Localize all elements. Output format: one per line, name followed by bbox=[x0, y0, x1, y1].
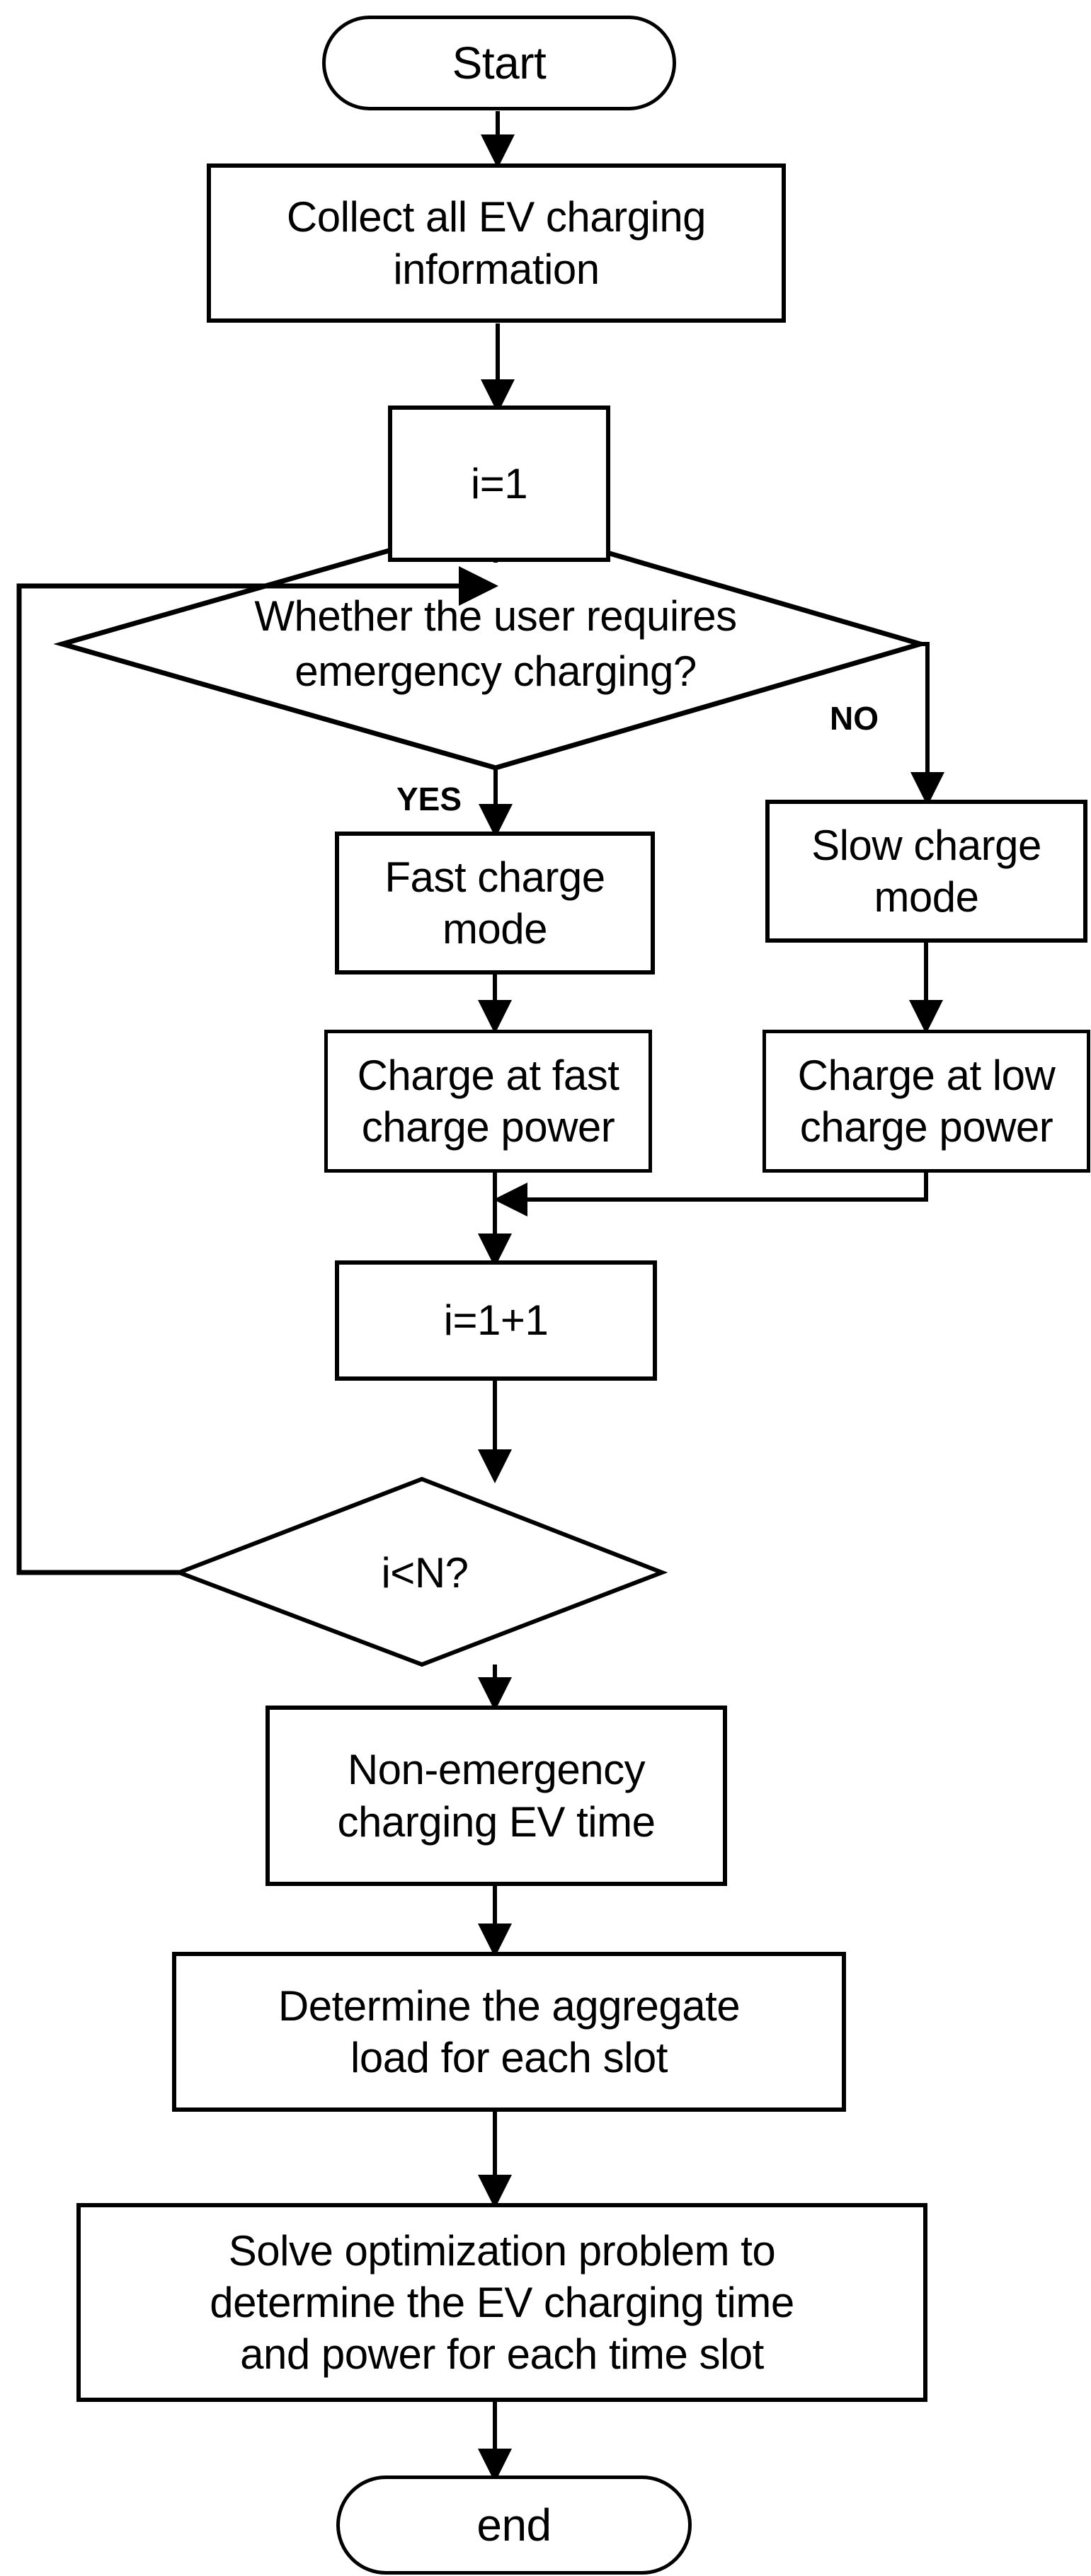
node-solve-optimization-label: Solve optimization problem to determine … bbox=[210, 2226, 794, 2379]
node-decision-emergency[interactable]: Whether the user requires emergency char… bbox=[181, 566, 811, 722]
node-increment-i[interactable]: i=1+1 bbox=[335, 1260, 657, 1381]
node-init-i[interactable]: i=1 bbox=[388, 406, 610, 562]
node-decision-loop-label: i<N? bbox=[381, 1549, 469, 1597]
node-charge-at-low-power[interactable]: Charge at low charge power bbox=[762, 1030, 1090, 1173]
node-decision-emergency-label: Whether the user requires emergency char… bbox=[254, 592, 737, 695]
node-non-emergency-time-label: Non-emergency charging EV time bbox=[337, 1746, 656, 1846]
node-init-i-label: i=1 bbox=[470, 459, 528, 507]
node-charge-at-fast-power[interactable]: Charge at fast charge power bbox=[324, 1030, 652, 1173]
node-solve-optimization[interactable]: Solve optimization problem to determine … bbox=[76, 2203, 927, 2402]
node-fast-charge-mode-label: Fast charge mode bbox=[384, 853, 605, 953]
edge-label-yes: YES bbox=[396, 780, 462, 818]
edge-decision-no bbox=[910, 642, 944, 806]
node-charge-at-low-power-label: Charge at low charge power bbox=[797, 1051, 1056, 1151]
node-collect-ev-info-label: Collect all EV charging information bbox=[286, 193, 707, 293]
node-decision-loop[interactable]: i<N? bbox=[297, 1541, 552, 1605]
node-charge-at-fast-power-label: Charge at fast charge power bbox=[357, 1051, 619, 1151]
node-non-emergency-time[interactable]: Non-emergency charging EV time bbox=[265, 1706, 727, 1886]
edge-label-no-text: NO bbox=[830, 700, 879, 737]
node-collect-ev-info[interactable]: Collect all EV charging information bbox=[207, 163, 786, 323]
node-start-label: Start bbox=[452, 37, 547, 88]
edge-chargelow-merge bbox=[493, 1173, 928, 1217]
decision-loop-shape bbox=[173, 1476, 668, 1667]
node-aggregate-load-label: Determine the aggregate load for each sl… bbox=[278, 1982, 741, 2081]
node-end[interactable]: end bbox=[336, 2476, 692, 2575]
node-slow-charge-mode[interactable]: Slow charge mode bbox=[765, 800, 1087, 943]
node-fast-charge-mode[interactable]: Fast charge mode bbox=[335, 832, 655, 974]
node-slow-charge-mode-label: Slow charge mode bbox=[811, 821, 1041, 921]
edge-label-no: NO bbox=[830, 699, 879, 737]
node-end-label: end bbox=[476, 2499, 552, 2551]
edge-label-yes-text: YES bbox=[396, 781, 462, 817]
node-aggregate-load[interactable]: Determine the aggregate load for each sl… bbox=[172, 1952, 846, 2112]
node-increment-i-label: i=1+1 bbox=[443, 1296, 549, 1345]
node-start[interactable]: Start bbox=[322, 16, 676, 110]
